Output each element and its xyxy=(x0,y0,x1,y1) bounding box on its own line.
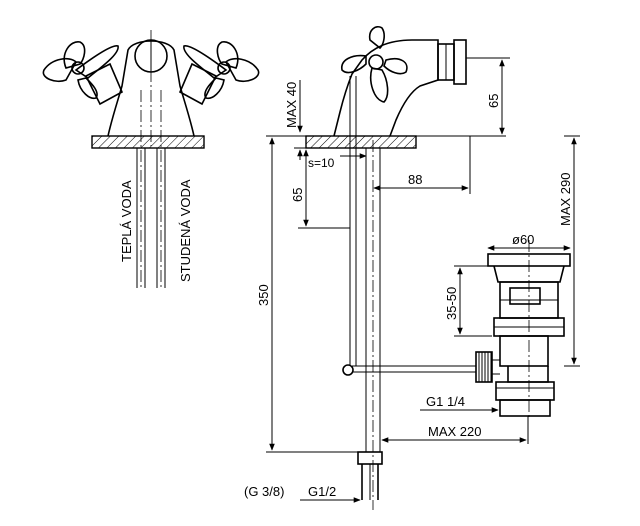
front-right-valve xyxy=(178,62,218,106)
dim-s10: s=10 xyxy=(308,156,335,170)
dim-phi60: ø60 xyxy=(512,232,534,247)
side-view xyxy=(305,25,476,510)
dim-g1-1-4: G1 1/4 xyxy=(426,394,465,409)
side-connector xyxy=(357,451,383,465)
side-handle xyxy=(368,25,385,50)
side-mount-plate xyxy=(305,135,417,149)
dim-max220: MAX 220 xyxy=(428,424,481,439)
side-body xyxy=(333,39,439,137)
dim-35-50: 35-50 xyxy=(444,287,459,320)
dim-350: 350 xyxy=(256,284,271,306)
dimensions xyxy=(266,57,580,503)
dim-max290: MAX 290 xyxy=(558,173,573,226)
front-view xyxy=(42,30,260,290)
waste-knob xyxy=(475,351,493,383)
pop-up-waste xyxy=(475,240,571,420)
front-left-valve xyxy=(84,62,124,106)
dim-88: 88 xyxy=(408,172,422,187)
dim-65-top: 65 xyxy=(486,94,501,108)
dim-g1-2: G1/2 xyxy=(308,484,336,499)
dim-65-left: 65 xyxy=(290,188,305,202)
dim-max40: MAX 40 xyxy=(284,82,299,128)
front-mount-plate xyxy=(91,135,205,149)
dim-g3-8: (G 3/8) xyxy=(244,484,284,499)
label-studena-voda: STUDENÁ VODA xyxy=(178,179,193,282)
label-tepla-voda: TEPLÁ VODA xyxy=(119,180,134,262)
